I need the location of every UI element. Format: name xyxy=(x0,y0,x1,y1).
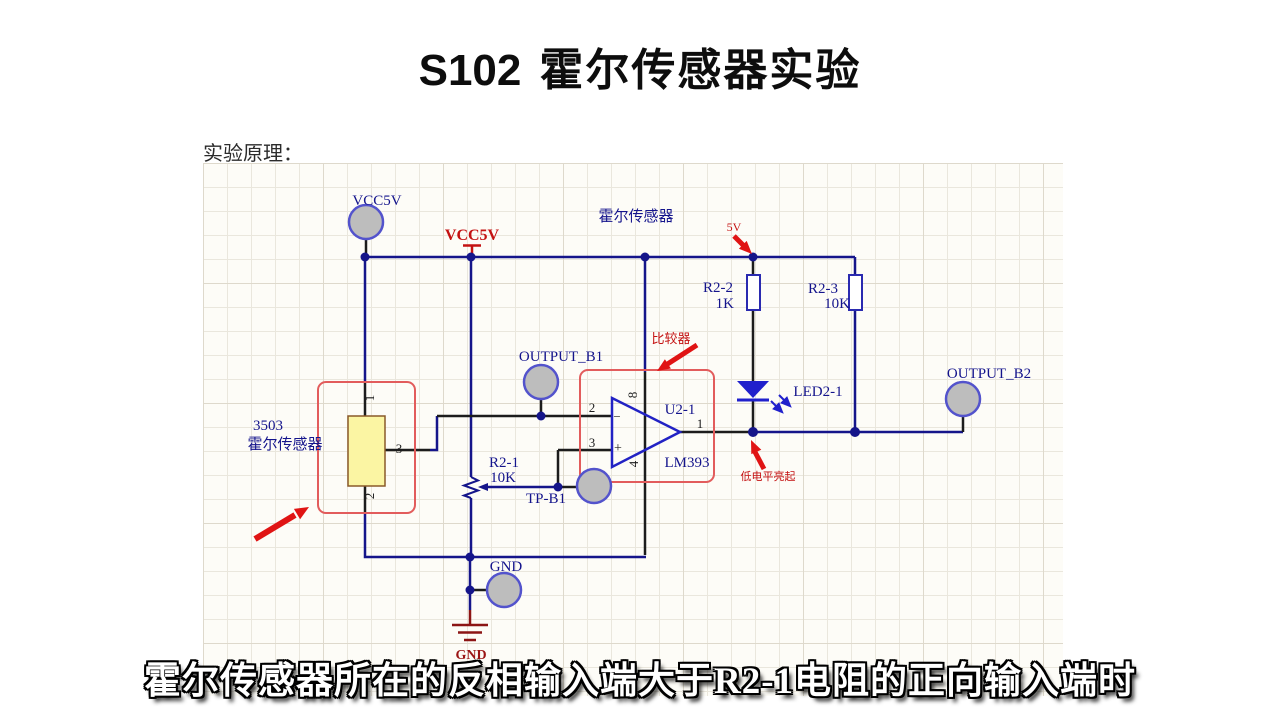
sensor-part-label: 3503 xyxy=(253,418,283,434)
arrow-sensor-icon xyxy=(253,507,309,542)
comparator-annotation-label: 比较器 xyxy=(651,331,690,346)
sensor-pin2-number: 2 xyxy=(362,493,377,500)
hall-net-label: 霍尔传感器 xyxy=(598,208,673,225)
wires xyxy=(363,255,963,610)
gnd-port-label: GND xyxy=(490,559,523,575)
gnd-port-circle xyxy=(485,571,523,609)
vcc-port-label: VCC5V xyxy=(352,193,401,209)
opamp-pin1-number: 1 xyxy=(697,416,704,431)
opamp-minus-sign: − xyxy=(613,409,620,424)
title-text: 霍尔传感器实验 xyxy=(539,46,862,95)
led-annotation-label: 低电平亮起 xyxy=(741,469,796,483)
sensor-pin3-number: 3 xyxy=(396,441,403,456)
sensor-desc-label: 霍尔传感器 xyxy=(247,436,322,453)
resistor-r23-body xyxy=(848,274,863,311)
five-v-label: 5V xyxy=(727,220,742,234)
led-emission-arrows-icon xyxy=(770,394,792,414)
sensor-highlight-box xyxy=(317,381,416,514)
section-label: 实验原理： xyxy=(203,143,303,165)
vcc-port-circle xyxy=(347,203,385,241)
r21-name-label: R2-1 xyxy=(489,455,519,471)
arrow-low-level-icon xyxy=(751,440,767,471)
resistor-r22-body xyxy=(746,274,761,311)
r22-name-label: R2-2 xyxy=(703,280,733,296)
output-b2-port-circle xyxy=(944,380,982,418)
opamp-triangle xyxy=(610,395,683,470)
potentiometer-r21-zigzag xyxy=(461,476,481,499)
arrow-5v-icon xyxy=(732,234,752,254)
opamp-pin4-number: 4 xyxy=(626,460,641,467)
video-subtitle: 霍尔传感器所在的反相输入端大于R2-1电阻的正向输入端时 xyxy=(143,661,1137,702)
output-b1-port-circle xyxy=(522,363,560,401)
led-name-label: LED2-1 xyxy=(793,384,842,400)
output-b1-label: OUTPUT_B1 xyxy=(519,349,603,365)
page-title: S102 霍尔传感器实验 xyxy=(0,34,1280,98)
r21-value-label: 10K xyxy=(490,470,516,486)
led-triangle-icon xyxy=(737,381,769,398)
wire-bottom-rail xyxy=(363,513,646,559)
gnd-power-label: GND xyxy=(455,648,486,663)
opamp-pin8-number: 8 xyxy=(625,392,640,399)
opamp-pin3-number: 3 xyxy=(589,435,596,450)
opamp-designator-label: U2-1 xyxy=(665,402,696,418)
r22-value-label: 1K xyxy=(716,296,735,312)
opamp-pin2-number: 2 xyxy=(589,400,596,415)
junction-dots xyxy=(360,252,860,595)
vcc-power-label: VCC5V xyxy=(445,227,500,244)
opamp-part-label: LM393 xyxy=(665,455,710,471)
title-code: S102 xyxy=(418,46,522,95)
comparator-highlight-box xyxy=(579,369,715,483)
potentiometer-wiper-arrow-icon xyxy=(478,483,488,491)
opamp-plus-sign: + xyxy=(614,441,622,456)
output-b2-label: OUTPUT_B2 xyxy=(947,366,1031,382)
hall-sensor-body xyxy=(347,415,386,487)
red-annotation-arrows xyxy=(253,234,767,542)
arrow-comparator-icon xyxy=(657,342,699,371)
tp-b1-label: TP-B1 xyxy=(526,491,566,507)
wire-sensor-out-corner xyxy=(430,416,439,452)
r23-name-label: R2-3 xyxy=(808,281,838,297)
r23-value-label: 10K xyxy=(824,296,850,312)
sensor-pin1-number: 1 xyxy=(362,395,377,402)
port-circles xyxy=(347,203,982,609)
schematic-grid-background xyxy=(203,163,1063,696)
ground-symbol-icon xyxy=(452,610,488,642)
tp-b1-port-circle xyxy=(575,467,613,505)
